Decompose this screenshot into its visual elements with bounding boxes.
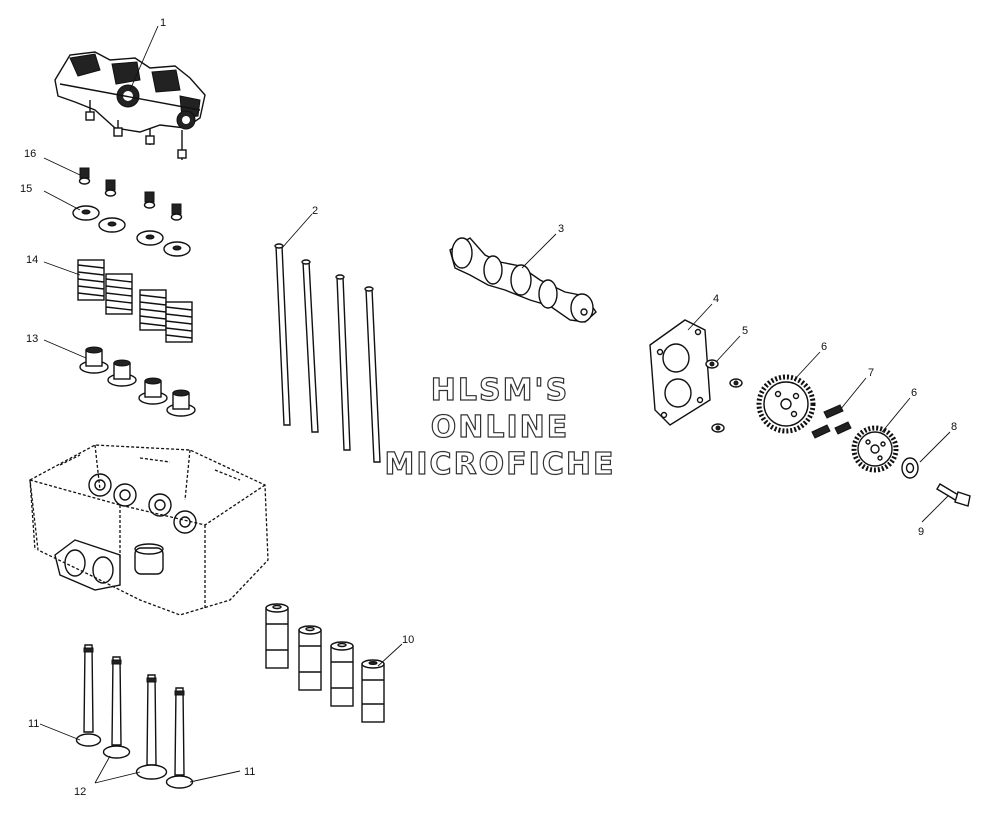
washer[interactable] (901, 457, 919, 479)
watermark: HLSM'S ONLINE MICROFICHE (384, 372, 616, 482)
gear-lower[interactable] (851, 425, 899, 473)
cylinder-head[interactable] (29, 444, 269, 616)
callout-5: 5 (742, 325, 748, 337)
valves[interactable] (75, 644, 194, 789)
watermark-line-2: ONLINE (431, 410, 570, 445)
callout-16: 16 (24, 148, 36, 160)
callout-1: 1 (160, 17, 166, 29)
callout-6-upper: 6 (821, 341, 827, 353)
watermark-line-3: MICROFICHE (385, 447, 616, 482)
callout-11-left: 11 (28, 718, 39, 730)
rocker-arm-assembly[interactable] (54, 51, 206, 160)
callout-14: 14 (26, 254, 38, 266)
callout-10: 10 (402, 634, 414, 646)
gear-upper[interactable] (756, 374, 816, 434)
callout-15: 15 (20, 183, 32, 195)
bolt[interactable] (936, 483, 971, 507)
camshaft[interactable] (449, 237, 597, 323)
callout-12: 12 (74, 786, 86, 798)
valve-springs[interactable] (77, 259, 193, 343)
callout-9: 9 (918, 526, 924, 538)
leader-lines (39, 25, 951, 784)
tappets[interactable] (265, 603, 385, 723)
push-rods[interactable] (274, 243, 381, 463)
screws[interactable] (705, 359, 743, 433)
valve-stem-seals[interactable] (79, 346, 196, 417)
callout-13: 13 (26, 333, 38, 345)
watermark-line-1: HLSM'S (431, 373, 569, 408)
callout-11-right: 11 (244, 766, 255, 778)
spring-retainers[interactable] (72, 205, 191, 257)
callout-7: 7 (868, 367, 874, 379)
dowel-pins[interactable] (811, 404, 852, 439)
valve-adjusters[interactable] (78, 167, 183, 221)
callout-2: 2 (312, 205, 318, 217)
callout-labels: 1 2 3 4 5 6 6 7 8 9 10 11 11 12 13 14 15… (20, 17, 957, 798)
callout-6-lower: 6 (911, 387, 917, 399)
callout-3: 3 (558, 223, 564, 235)
cover-gasket[interactable] (649, 319, 711, 426)
callout-8: 8 (951, 421, 957, 433)
callout-4: 4 (713, 293, 719, 305)
